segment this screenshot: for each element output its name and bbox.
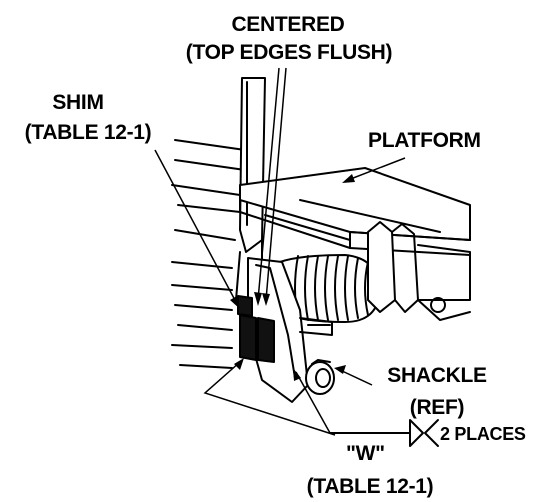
- weld-places-label: 2 PLACES: [440, 424, 526, 444]
- arrowheads: [230, 174, 355, 381]
- platform-deck: [239, 167, 471, 256]
- shackle-pin: [305, 359, 335, 395]
- weld-size-label: "W": [346, 442, 385, 465]
- leader-lines: [154, 67, 406, 436]
- rail-members: [171, 139, 246, 369]
- hinge-bracket: [367, 221, 471, 321]
- shackle-ref-label: (REF): [409, 396, 465, 419]
- weld-symbol: [329, 419, 439, 447]
- shackle-label: SHACKLE: [387, 364, 487, 387]
- shim-table-label: (TABLE 12-1): [24, 121, 152, 144]
- shim-label: SHIM: [52, 91, 104, 114]
- shim-blocks: [237, 295, 275, 363]
- weld-table-label: (TABLE 12-1): [306, 475, 434, 498]
- centered-detail-label: (TOP EDGES FLUSH): [185, 41, 393, 64]
- centered-label: CENTERED: [231, 13, 345, 36]
- platform-label: PLATFORM: [368, 129, 481, 152]
